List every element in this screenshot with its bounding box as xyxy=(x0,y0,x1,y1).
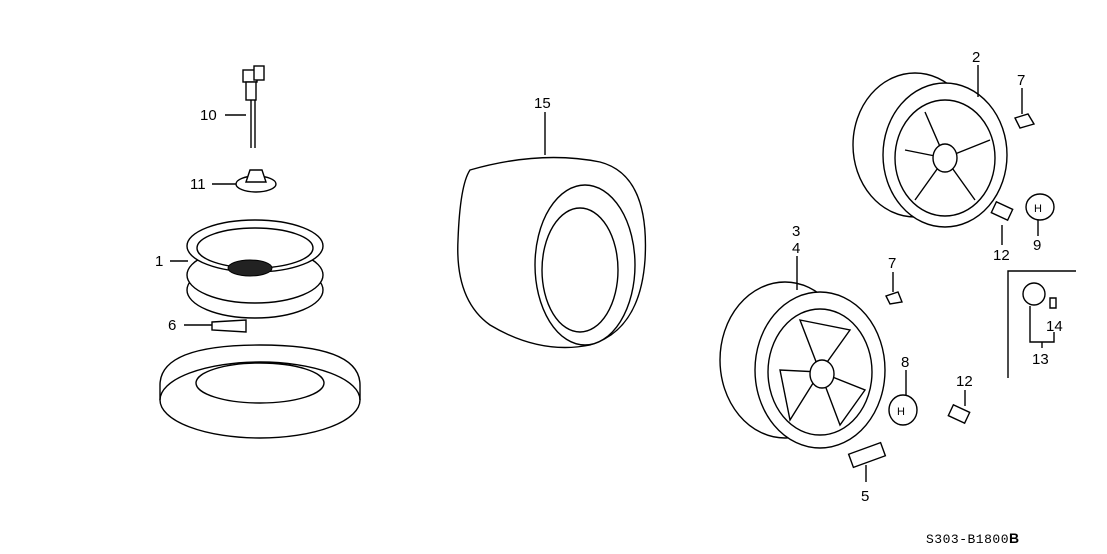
callout-14: 14 xyxy=(1046,318,1063,335)
callout-2: 2 xyxy=(972,49,980,66)
callout-11: 11 xyxy=(190,176,206,193)
wing-nut[interactable] xyxy=(212,169,277,193)
valve[interactable] xyxy=(847,441,887,482)
callout-12-lower: 12 xyxy=(956,373,973,390)
diagram-code-text: S303-B1800 xyxy=(926,532,1010,547)
spare-tire[interactable] xyxy=(159,344,361,439)
callout-7: 7 xyxy=(1017,72,1025,89)
spare-disk-wheel[interactable] xyxy=(170,219,324,319)
callout-10: 10 xyxy=(200,107,217,124)
balance-weight[interactable] xyxy=(1014,88,1036,129)
callout-3: 3 xyxy=(792,223,800,240)
callout-1: 1 xyxy=(155,253,163,270)
svg-text:H: H xyxy=(1034,203,1042,215)
center-cap-set[interactable] xyxy=(1007,270,1076,378)
callout-6: 6 xyxy=(168,317,176,334)
wheel-nut-lower[interactable] xyxy=(947,390,971,425)
callout-4: 4 xyxy=(792,240,800,257)
callout-12: 12 xyxy=(993,247,1010,264)
callout-15: 15 xyxy=(534,95,551,112)
diagram-code: S303-B1800B xyxy=(926,530,1020,547)
balance-weight-lower[interactable] xyxy=(885,272,903,305)
callout-5: 5 xyxy=(861,488,869,505)
callout-7-lower: 7 xyxy=(888,255,896,272)
center-cap[interactable]: H xyxy=(1025,193,1055,236)
center-cap-lower[interactable]: H xyxy=(888,370,918,426)
wheel-nut[interactable] xyxy=(990,200,1014,245)
diagram-code-suffix: B xyxy=(1009,530,1020,546)
svg-text:H: H xyxy=(897,406,905,418)
caution-label[interactable] xyxy=(184,319,247,333)
alloy-wheel-lower[interactable] xyxy=(719,256,886,449)
tire[interactable] xyxy=(457,112,647,349)
alloy-wheel-upper[interactable] xyxy=(852,65,1008,228)
callout-9: 9 xyxy=(1033,237,1041,254)
spare-wheel-bolt[interactable] xyxy=(225,65,265,148)
callout-13: 13 xyxy=(1032,351,1049,368)
callout-8: 8 xyxy=(901,354,909,371)
